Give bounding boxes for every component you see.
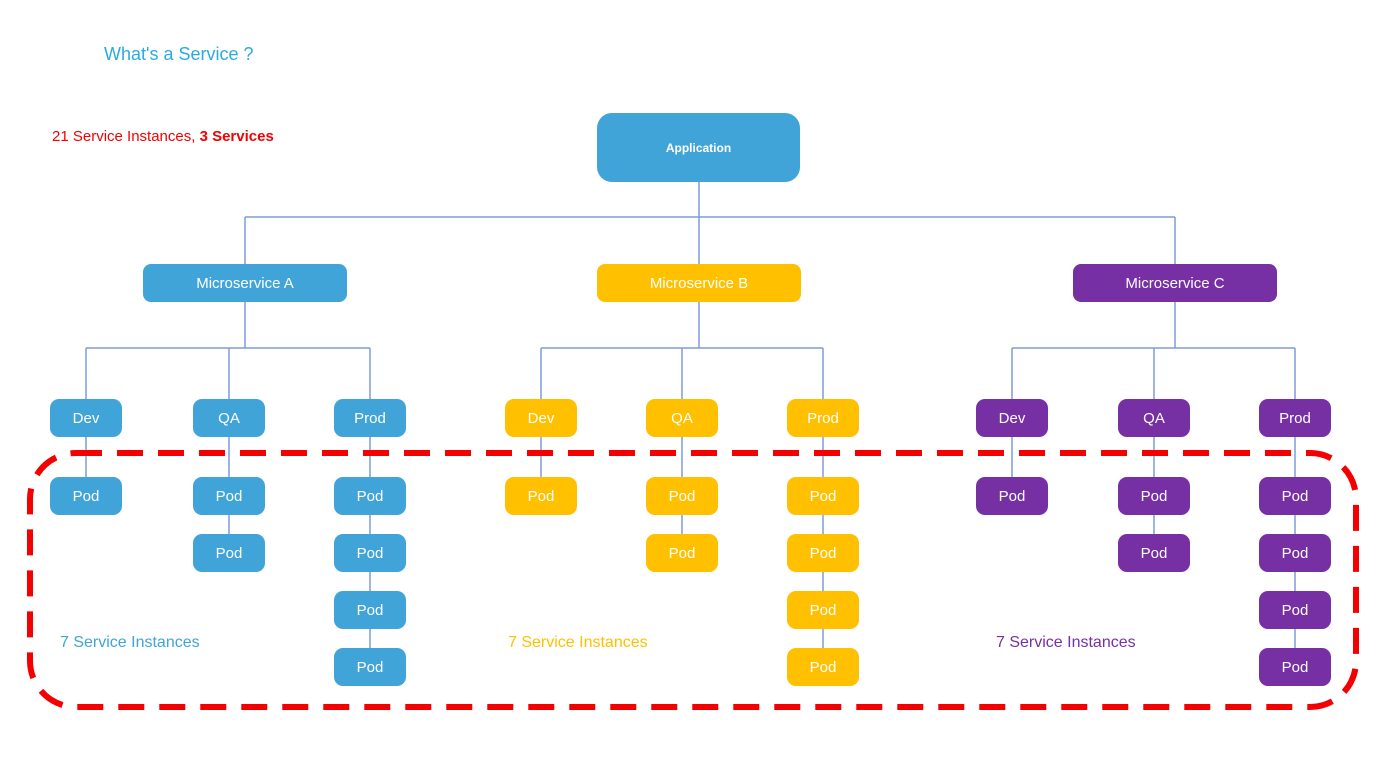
service-instances-boundary	[27, 450, 1359, 710]
node-b-prod-pod-1: Pod	[787, 477, 859, 515]
node-c-prod-pod-1: Pod	[1259, 477, 1331, 515]
node-c-qa-pod-2: Pod	[1118, 534, 1190, 572]
node-a-prod-pod-3: Pod	[334, 591, 406, 629]
summary-prefix: 21 Service Instances,	[52, 128, 200, 145]
connector-service-b-tree	[540, 302, 824, 399]
summary-text: 21 Service Instances, 3 Services	[52, 128, 274, 145]
node-b-prod-pod-4: Pod	[787, 648, 859, 686]
node-b-prod-pod-3: Pod	[787, 591, 859, 629]
node-microservice-b: Microservice B	[597, 264, 801, 302]
node-a-qa-pod-1: Pod	[193, 477, 265, 515]
node-b-qa-pod-1: Pod	[646, 477, 718, 515]
node-c-qa-pod-1: Pod	[1118, 477, 1190, 515]
connector-service-a-tree	[85, 302, 371, 399]
node-a-prod-pod-4: Pod	[334, 648, 406, 686]
node-b-qa: QA	[646, 399, 718, 437]
node-microservice-a: Microservice A	[143, 264, 347, 302]
node-b-prod: Prod	[787, 399, 859, 437]
instances-label-b: 7 Service Instances	[508, 634, 648, 651]
node-a-prod-pod-2: Pod	[334, 534, 406, 572]
node-a-prod: Prod	[334, 399, 406, 437]
node-c-qa: QA	[1118, 399, 1190, 437]
node-c-dev: Dev	[976, 399, 1048, 437]
node-a-dev-pod-1: Pod	[50, 477, 122, 515]
instances-label-c: 7 Service Instances	[996, 634, 1136, 651]
connector-pod-chains	[228, 515, 1296, 648]
connector-app-tree	[244, 182, 1176, 264]
node-c-prod-pod-3: Pod	[1259, 591, 1331, 629]
node-microservice-c: Microservice C	[1073, 264, 1277, 302]
node-a-qa-pod-2: Pod	[193, 534, 265, 572]
node-a-qa: QA	[193, 399, 265, 437]
page-title: What's a Service ?	[104, 44, 254, 64]
node-application: Application	[597, 113, 800, 182]
node-a-dev: Dev	[50, 399, 122, 437]
node-c-prod-pod-2: Pod	[1259, 534, 1331, 572]
connector-env-to-pod	[85, 437, 1296, 477]
node-b-dev-pod-1: Pod	[505, 477, 577, 515]
node-c-prod: Prod	[1259, 399, 1331, 437]
node-b-prod-pod-2: Pod	[787, 534, 859, 572]
node-c-dev-pod-1: Pod	[976, 477, 1048, 515]
node-a-prod-pod-1: Pod	[334, 477, 406, 515]
instances-label-a: 7 Service Instances	[60, 634, 200, 651]
connector-service-c-tree	[1011, 302, 1296, 399]
summary-bold: 3 Services	[199, 128, 274, 145]
node-b-qa-pod-2: Pod	[646, 534, 718, 572]
node-c-prod-pod-4: Pod	[1259, 648, 1331, 686]
node-b-dev: Dev	[505, 399, 577, 437]
